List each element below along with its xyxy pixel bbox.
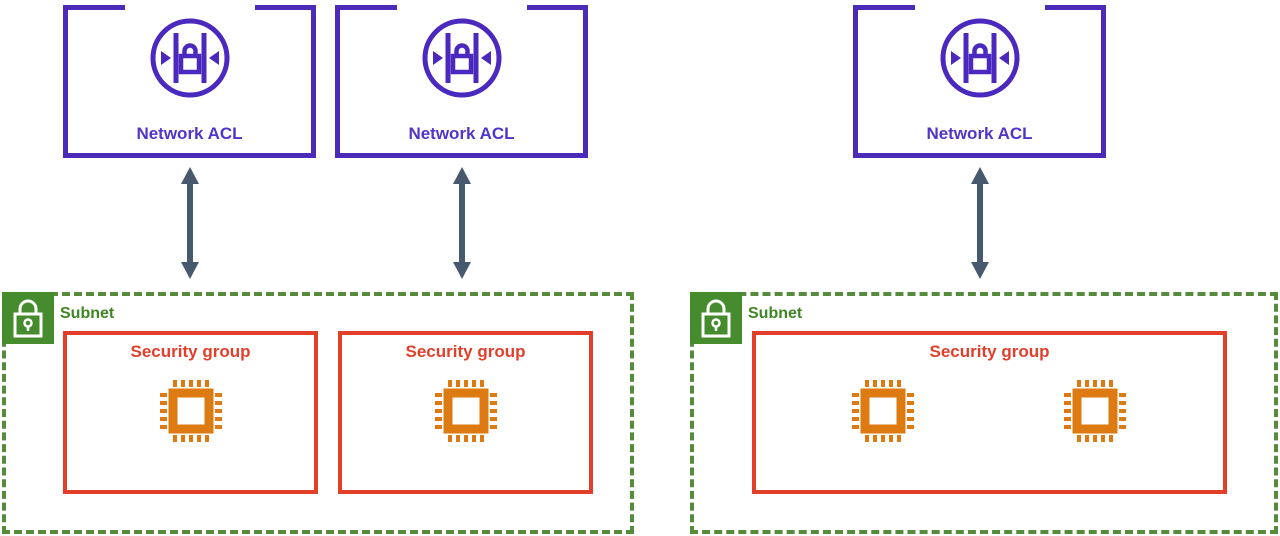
security-group-box-1: Security group — [63, 331, 318, 494]
subnet-label: Subnet — [748, 305, 803, 322]
network-acl-icon — [124, 2, 255, 114]
network-acl-icon — [914, 2, 1045, 114]
network-acl-label: Network ACL — [926, 124, 1033, 143]
subnet-box-2: Subnet Security group — [690, 292, 1278, 534]
network-acl-label: Network ACL — [408, 124, 515, 143]
security-group-box-3: Security group — [752, 331, 1227, 494]
lock-icon — [690, 292, 742, 344]
cpu-chip-icon — [850, 378, 916, 444]
cpu-chip-icon — [158, 378, 224, 444]
network-acl-box-2: Network ACL — [335, 2, 588, 158]
subnet-label: Subnet — [60, 305, 115, 322]
double-arrow-icon-2 — [453, 167, 471, 279]
cpu-chip-icon — [1062, 378, 1128, 444]
security-group-label: Security group — [405, 342, 526, 361]
network-acl-box-3: Network ACL — [853, 2, 1106, 158]
network-acl-icon — [396, 2, 527, 114]
lock-icon — [2, 292, 54, 344]
cpu-chip-icon — [433, 378, 499, 444]
double-arrow-icon-1 — [181, 167, 199, 279]
security-group-label: Security group — [929, 342, 1050, 361]
security-group-label: Security group — [130, 342, 251, 361]
subnet-box-1: Subnet Security group Security group — [2, 292, 634, 534]
network-acl-box-1: Network ACL — [63, 2, 316, 158]
double-arrow-icon-3 — [971, 167, 989, 279]
network-acl-label: Network ACL — [136, 124, 243, 143]
security-group-box-2: Security group — [338, 331, 593, 494]
